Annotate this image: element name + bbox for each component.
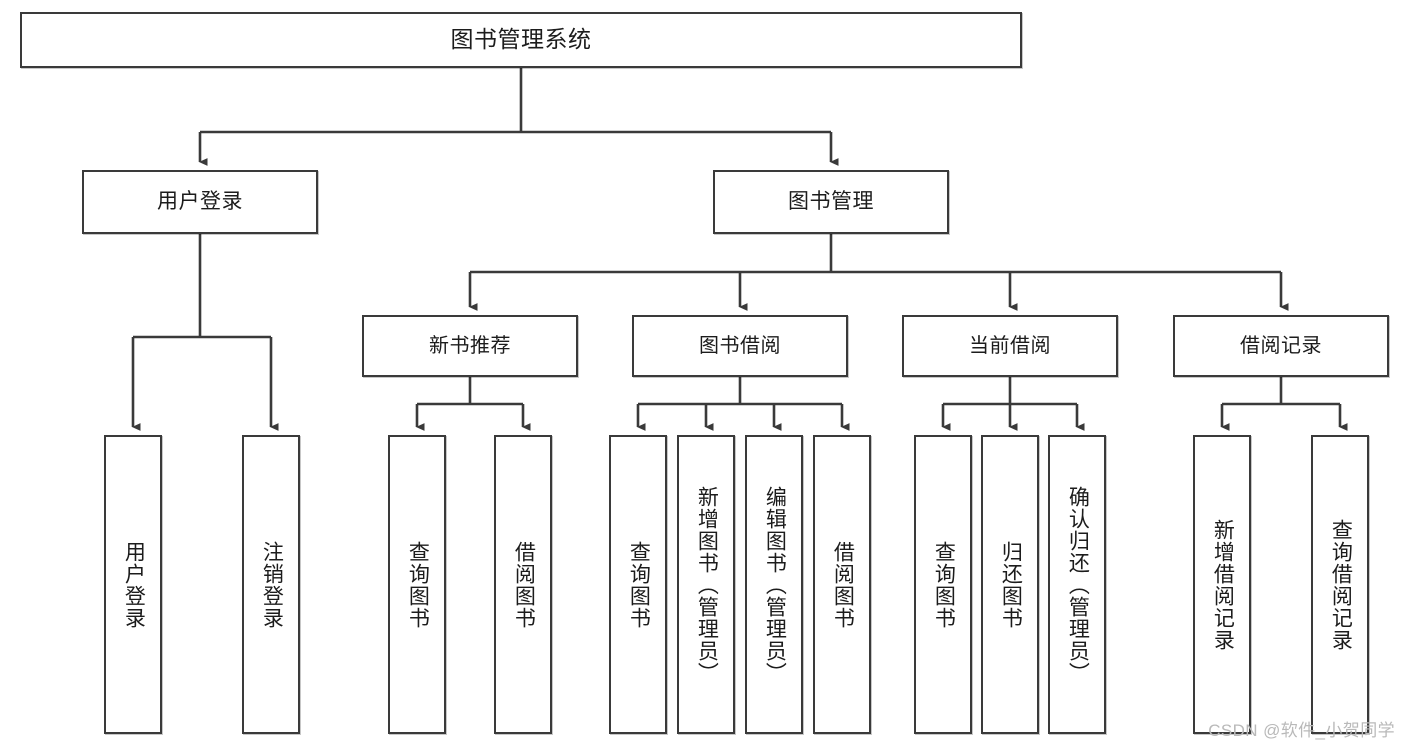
- leaf-borrow-records-query-record[interactable]: 查询借阅记录: [1311, 435, 1369, 734]
- node-label: 查询借阅记录: [1329, 518, 1353, 651]
- leaf-current-borrow-return-book[interactable]: 归还图书: [981, 435, 1039, 734]
- leaf-book-borrow-query-book[interactable]: 查询图书: [609, 435, 667, 734]
- node-borrow-records[interactable]: 借阅记录: [1173, 315, 1389, 377]
- node-label: 借阅图书: [512, 540, 536, 629]
- node-label: 用户登录: [122, 540, 146, 629]
- node-book-management[interactable]: 图书管理: [713, 170, 949, 234]
- leaf-book-borrow-edit-book-admin[interactable]: 编辑图书（管理员）: [745, 435, 803, 734]
- node-root-book-management-system[interactable]: 图书管理系统: [20, 12, 1022, 68]
- node-label: 查询图书: [627, 540, 651, 629]
- node-label: 借阅记录: [1240, 334, 1322, 357]
- node-label: 图书管理: [788, 190, 874, 214]
- leaf-current-borrow-query-book[interactable]: 查询图书: [914, 435, 972, 734]
- leaf-new-book-query-book[interactable]: 查询图书: [388, 435, 446, 734]
- node-label: 查询图书: [932, 540, 956, 629]
- leaf-book-borrow-borrow-book[interactable]: 借阅图书: [813, 435, 871, 734]
- node-book-borrow[interactable]: 图书借阅: [632, 315, 848, 377]
- node-label: 新书推荐: [429, 334, 511, 357]
- node-label: 归还图书: [999, 540, 1023, 629]
- watermark: CSDN @软件_小贺同学: [1208, 721, 1395, 740]
- leaf-new-book-borrow-book[interactable]: 借阅图书: [494, 435, 552, 734]
- node-label: 查询图书: [406, 540, 430, 629]
- node-label: 用户登录: [157, 190, 243, 214]
- node-current-borrow[interactable]: 当前借阅: [902, 315, 1118, 377]
- node-label: 借阅图书: [831, 540, 855, 629]
- node-label: 注销登录: [260, 540, 284, 629]
- node-label: 图书管理系统: [450, 26, 592, 53]
- node-label: 编辑图书（管理员）: [763, 485, 787, 684]
- leaf-borrow-records-add-record[interactable]: 新增借阅记录: [1193, 435, 1251, 734]
- node-user-login[interactable]: 用户登录: [82, 170, 318, 234]
- node-label: 图书借阅: [699, 334, 781, 357]
- leaf-user-login-login[interactable]: 用户登录: [104, 435, 162, 734]
- leaf-current-borrow-confirm-return-admin[interactable]: 确认归还（管理员）: [1048, 435, 1106, 734]
- node-label: 确认归还（管理员）: [1066, 485, 1090, 684]
- node-new-book-recommend[interactable]: 新书推荐: [362, 315, 578, 377]
- node-label: 新增图书（管理员）: [695, 485, 719, 684]
- node-label: 当前借阅: [969, 334, 1051, 357]
- leaf-book-borrow-add-book-admin[interactable]: 新增图书（管理员）: [677, 435, 735, 734]
- leaf-user-login-logout[interactable]: 注销登录: [242, 435, 300, 734]
- node-label: 新增借阅记录: [1211, 518, 1235, 651]
